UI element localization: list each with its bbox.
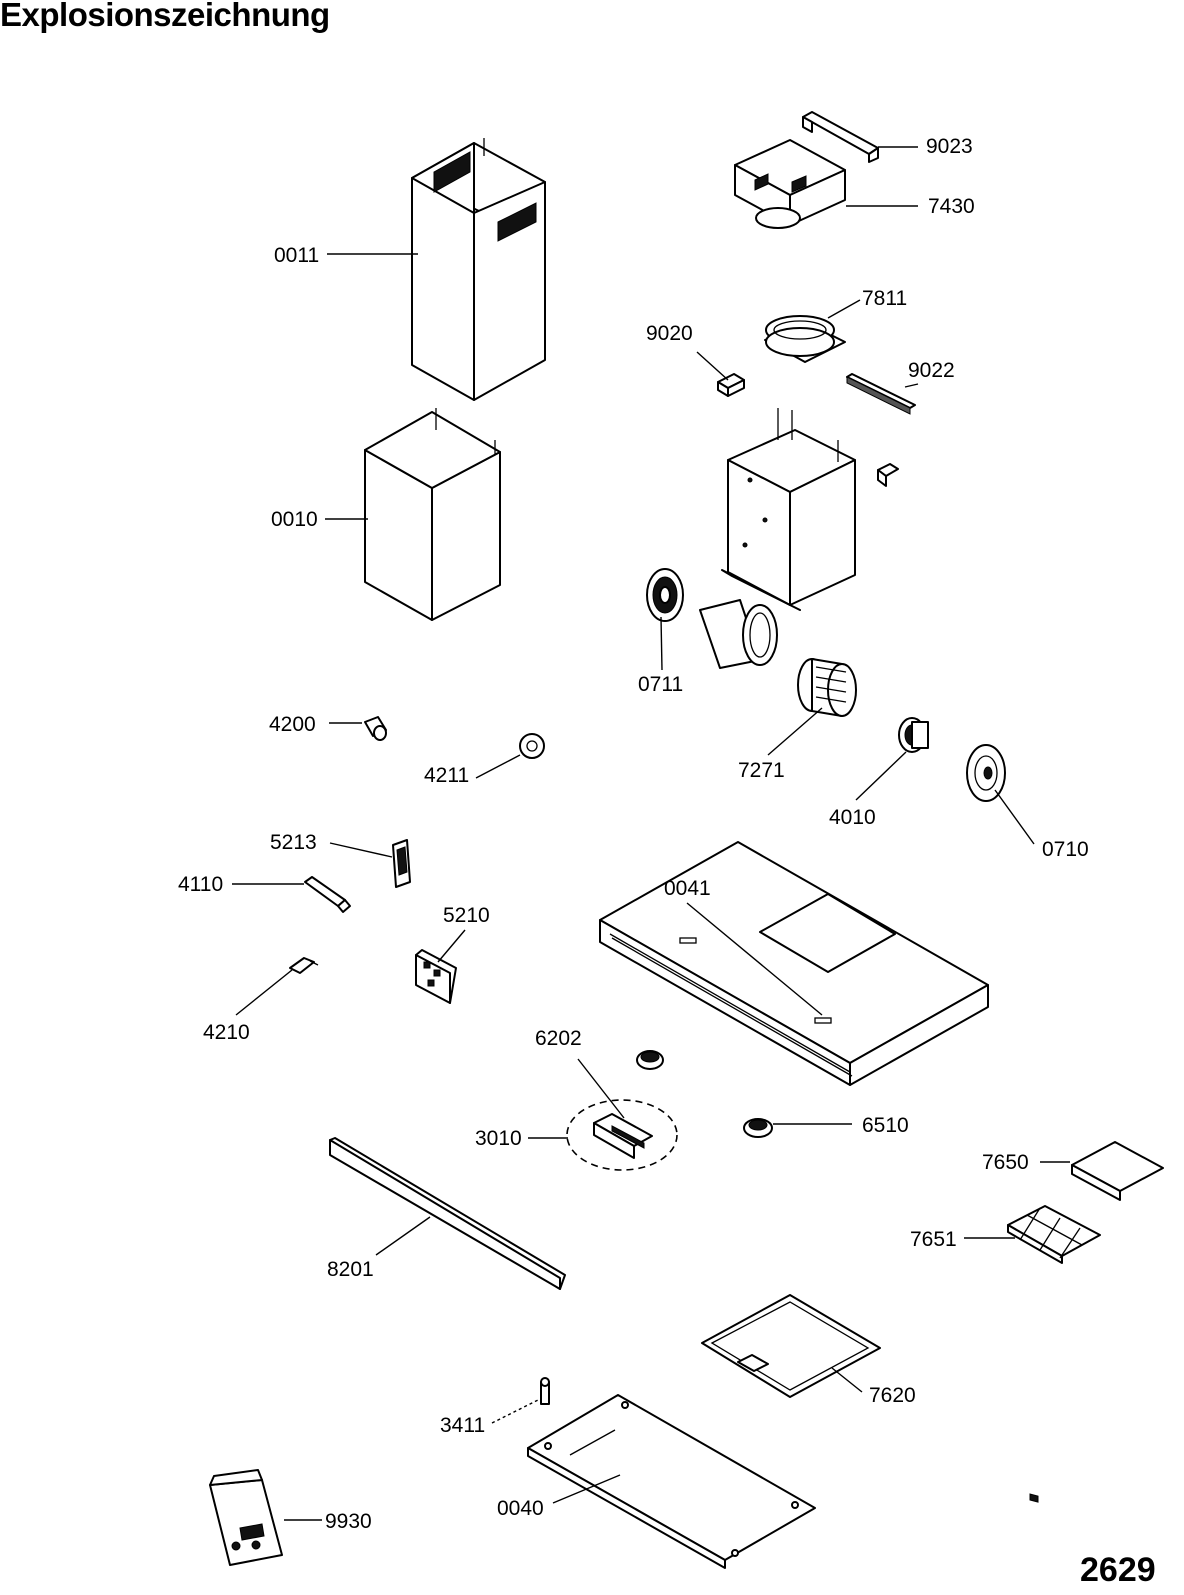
part-4200-cylinder <box>364 716 387 741</box>
part-4010-motor <box>898 717 929 753</box>
callout-0011: 0011 <box>274 244 319 267</box>
callout-0041: 0041 <box>664 877 711 900</box>
diagram-title: Explosionszeichnung <box>0 0 330 33</box>
part-0010-lower-chimney <box>364 408 501 621</box>
callout-7811: 7811 <box>862 287 907 310</box>
callout-4110: 4110 <box>178 873 223 896</box>
callout-6510: 6510 <box>862 1114 909 1137</box>
callout-labels: 0011 0010 9023 7430 7811 9020 9022 0711 … <box>178 135 1089 1533</box>
callout-5210: 5210 <box>443 904 490 927</box>
callout-9023: 9023 <box>926 135 973 158</box>
callout-7650: 7650 <box>982 1151 1029 1174</box>
part-9930-screw-bag <box>209 1469 283 1566</box>
part-0040-bottom-plate <box>527 1394 816 1569</box>
part-9023-bracket <box>802 111 879 163</box>
part-5213-switch <box>392 839 411 888</box>
page-number: 2629 <box>1080 1551 1156 1589</box>
callout-9930: 9930 <box>325 1510 372 1533</box>
callout-4211: 4211 <box>424 764 469 787</box>
callout-0711: 0711 <box>638 673 683 696</box>
part-7620-grease-filter <box>701 1294 881 1398</box>
part-3010-control-panel <box>566 1099 678 1171</box>
part-7811-ring <box>764 315 846 363</box>
callout-5213: 5213 <box>270 831 317 854</box>
part-7650-filter-pad <box>1071 1141 1164 1201</box>
part-0041-hood-body <box>599 841 989 1086</box>
callout-0710: 0710 <box>1042 838 1089 861</box>
part-4110-lamp <box>304 876 351 913</box>
callout-3010: 3010 <box>475 1127 522 1150</box>
part-0710-rear-plate <box>966 744 1006 802</box>
callout-4010: 4010 <box>829 806 876 829</box>
callout-7651: 7651 <box>910 1228 957 1251</box>
callout-7271: 7271 <box>738 759 785 782</box>
callout-0040: 0040 <box>497 1497 544 1520</box>
callout-7430: 7430 <box>928 195 975 218</box>
leader-lines <box>232 146 1070 1521</box>
part-5210-pcb <box>415 949 457 1004</box>
part-scroll-housing <box>699 599 778 669</box>
callout-9020: 9020 <box>646 322 693 345</box>
part-knob-upper <box>636 1050 664 1070</box>
part-0711-disc <box>646 568 684 622</box>
callout-7620: 7620 <box>869 1384 916 1407</box>
part-9022-bar <box>846 373 916 415</box>
part-motor-housing <box>721 408 899 611</box>
callout-4210: 4210 <box>203 1021 250 1044</box>
callout-4200: 4200 <box>269 713 316 736</box>
part-7651-filter-frame <box>1007 1205 1101 1503</box>
part-3411-pin <box>540 1377 550 1405</box>
callout-6202: 6202 <box>535 1027 582 1050</box>
part-8201-trim-strip <box>329 1137 566 1290</box>
callout-3411: 3411 <box>440 1414 485 1437</box>
callout-9022: 9022 <box>908 359 955 382</box>
callout-0010: 0010 <box>271 508 318 531</box>
part-4210-plug <box>289 957 319 974</box>
part-4211-grommet <box>519 733 545 759</box>
part-9020-clip <box>717 373 745 397</box>
part-6510-knob <box>743 1118 773 1138</box>
part-0011-upper-chimney <box>411 138 546 401</box>
callout-8201: 8201 <box>327 1258 374 1281</box>
part-7271-fan-wheel <box>797 658 857 717</box>
part-7430-outlet <box>734 139 846 229</box>
